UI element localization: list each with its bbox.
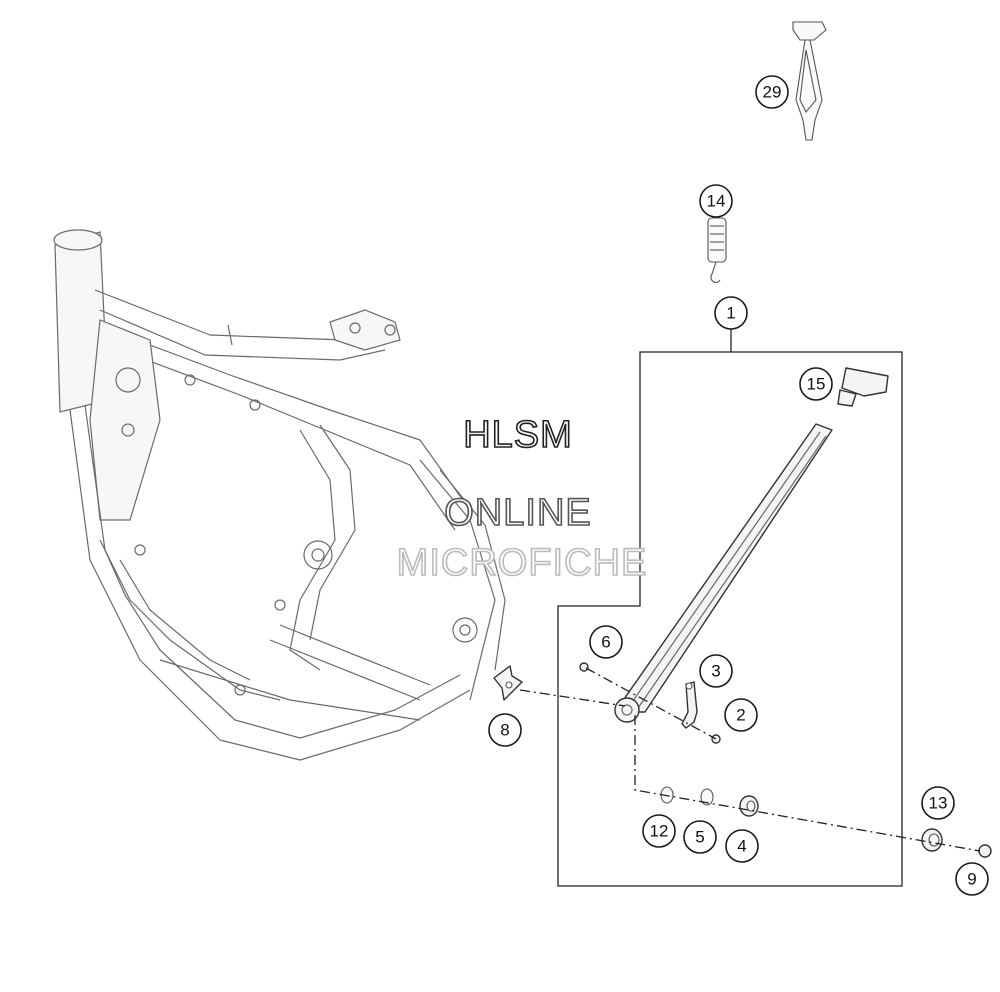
assembly-lines [519,667,981,852]
callout-5-label: 5 [695,828,704,847]
part-4-bushing [739,795,759,817]
callout-4[interactable]: 4 [725,829,759,863]
callout-3[interactable]: 3 [699,654,733,688]
part-9-bolt [978,844,992,858]
callout-12[interactable]: 12 [642,814,676,848]
callout-13-label: 13 [929,794,948,813]
callout-2[interactable]: 2 [724,698,758,732]
callout-6-label: 6 [601,633,610,652]
callout-5[interactable]: 5 [683,820,717,854]
watermark-line-3: MICROFICHE [397,542,648,584]
callout-13[interactable]: 13 [921,786,955,820]
part-15-foot-pad [837,367,889,407]
callout-15-label: 15 [807,375,826,394]
callout-14-label: 14 [707,192,726,211]
callout-3-label: 3 [711,662,720,681]
callout-1[interactable]: 1 [714,296,748,330]
watermark: HLSM ONLINE MICROFICHE [396,413,648,585]
part-5-washer [700,788,714,806]
part-29-tool [792,21,827,141]
callout-9-label: 9 [967,870,976,889]
watermark-line-2: ONLINE [444,492,591,534]
part-1-side-stand [614,423,833,723]
callout-8-label: 8 [500,721,509,740]
callout-4-label: 4 [737,837,746,856]
watermark-line-1: HLSM [463,414,573,456]
callout-15[interactable]: 15 [799,367,833,401]
part-3-bracket [681,681,698,729]
part-8-mount [493,665,523,701]
callout-14[interactable]: 14 [699,184,733,218]
part-13-spacer [921,828,943,852]
callout-1-label: 1 [726,304,735,323]
callout-6[interactable]: 6 [589,625,623,659]
callout-29[interactable]: 29 [755,75,789,109]
part-6-bolt [579,662,589,672]
callout-2-label: 2 [736,706,745,725]
callout-12-label: 12 [650,822,669,841]
motorcycle-frame [53,229,506,761]
callout-29-label: 29 [763,83,782,102]
callout-9[interactable]: 9 [955,862,989,896]
callout-8[interactable]: 8 [488,713,522,747]
part-1-group-bracket [557,328,903,887]
